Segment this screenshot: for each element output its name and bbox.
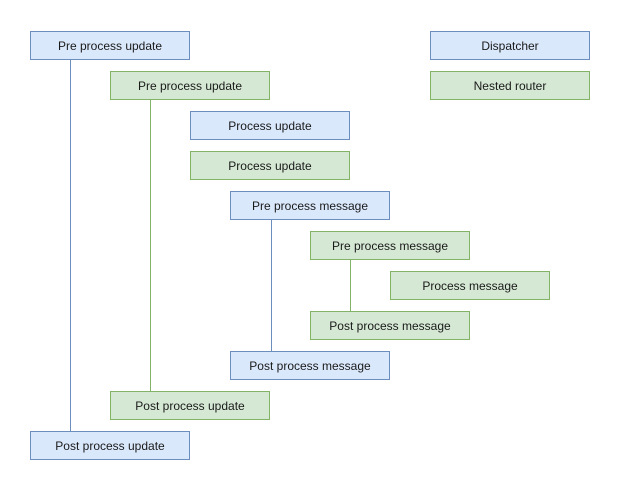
edge-pre-update-to-post-update-router [150,100,151,391]
node-pre-process-update-router[interactable]: Pre process update [110,71,270,100]
node-post-process-update-router[interactable]: Post process update [110,391,270,420]
legend-item-dispatcher: Dispatcher [430,31,590,60]
legend-item-nested-router: Nested router [430,71,590,100]
node-process-update-router[interactable]: Process update [190,151,350,180]
node-post-process-message-dispatcher[interactable]: Post process message [230,351,390,380]
edge-pre-message-to-post-message-router [350,260,351,311]
node-pre-process-message-router[interactable]: Pre process message [310,231,470,260]
node-post-process-update-dispatcher[interactable]: Post process update [30,431,190,460]
node-process-update-dispatcher[interactable]: Process update [190,111,350,140]
node-pre-process-update-dispatcher[interactable]: Pre process update [30,31,190,60]
edge-pre-update-to-post-update-dispatcher [70,60,71,431]
node-process-message-router[interactable]: Process message [390,271,550,300]
node-post-process-message-router[interactable]: Post process message [310,311,470,340]
node-pre-process-message-dispatcher[interactable]: Pre process message [230,191,390,220]
edge-pre-message-to-post-message-dispatcher [271,220,272,351]
